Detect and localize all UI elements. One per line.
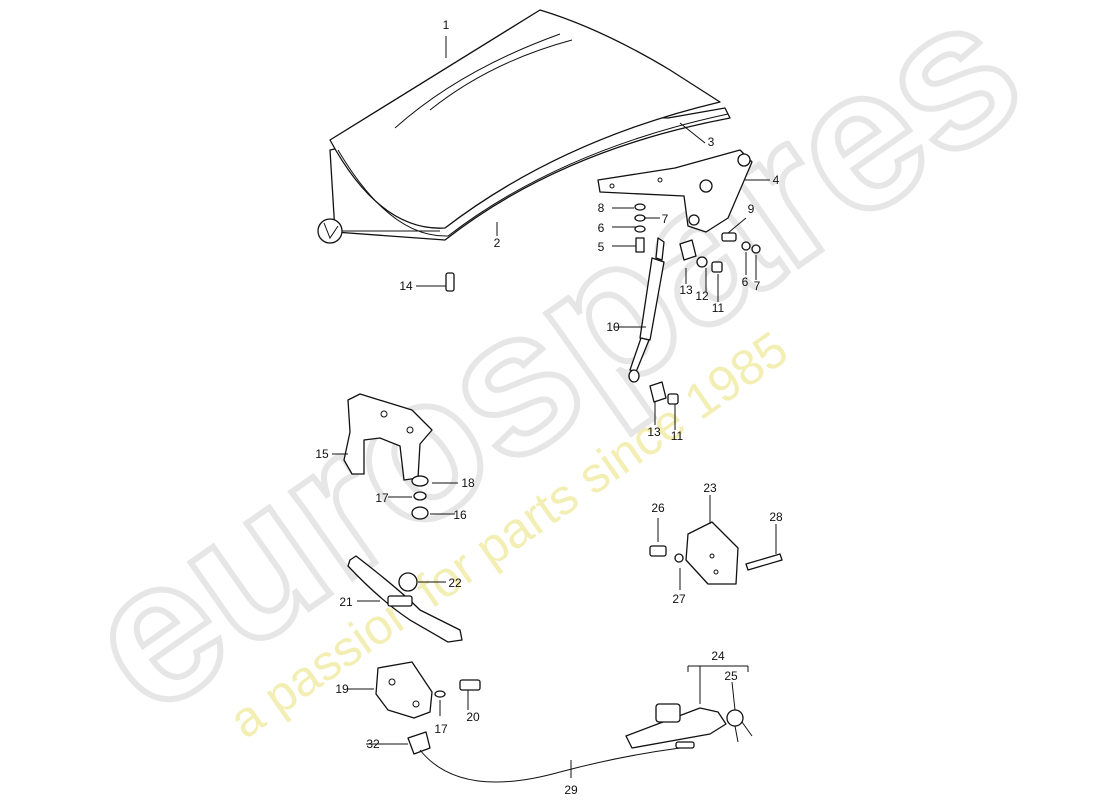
hood-hinge (597, 149, 753, 233)
callout-c19: 19 (335, 682, 349, 696)
callout-c8: 8 (598, 201, 605, 215)
callout-c24: 24 (711, 649, 725, 663)
callout-c12: 12 (695, 289, 709, 303)
hood-panel (329, 9, 721, 229)
release-cable (407, 731, 695, 783)
hinge-screw-stack (634, 203, 646, 253)
gas-strut (628, 237, 665, 383)
callout-c16: 16 (453, 508, 467, 522)
callout-c29: 29 (564, 783, 578, 797)
callout-c26: 26 (651, 501, 665, 515)
callout-c11a: 11 (712, 301, 725, 315)
callout-c27: 27 (672, 592, 686, 606)
callout-c14: 14 (399, 279, 413, 293)
callout-c9: 9 (748, 202, 755, 216)
lock-bracket (343, 393, 433, 481)
hood-crease (394, 33, 573, 129)
callout-c20: 20 (466, 710, 480, 724)
buffer-pin (445, 272, 455, 292)
hood-latch (375, 661, 481, 719)
callout-c17a: 17 (375, 491, 389, 505)
callout-c4: 4 (773, 173, 780, 187)
bushing-stack (411, 475, 429, 520)
callout-c13b: 13 (647, 425, 661, 439)
callout-c6a: 6 (598, 221, 605, 235)
callout-c22: 22 (448, 576, 462, 590)
callout-c17b: 17 (434, 722, 448, 736)
callout-c1: 1 (443, 18, 450, 32)
callout-c25: 25 (724, 669, 738, 683)
callout-c13a: 13 (679, 283, 693, 297)
callout-c3: 3 (708, 135, 715, 149)
callout-c10: 10 (606, 320, 620, 334)
callout-c32: 32 (366, 737, 380, 751)
callout-c5: 5 (598, 240, 605, 254)
callout-c2: 2 (494, 236, 501, 250)
lock-housing (649, 521, 783, 585)
callout-c11b: 11 (671, 429, 684, 443)
symbol-badge (317, 218, 343, 244)
hood-lid (329, 9, 731, 241)
callout-c7a: 7 (662, 212, 669, 226)
callout-c23: 23 (703, 481, 717, 495)
callout-c6b: 6 (742, 275, 749, 289)
callout-c28: 28 (769, 510, 783, 524)
callout-c21: 21 (339, 595, 353, 609)
striker-plate (347, 555, 463, 643)
callout-c18: 18 (461, 476, 475, 490)
callout-c7b: 7 (754, 279, 761, 293)
callout-c15: 15 (315, 447, 329, 461)
leader-lines (332, 36, 777, 778)
hood-front-edge (337, 113, 729, 237)
strut-upper-hardware (649, 232, 761, 405)
